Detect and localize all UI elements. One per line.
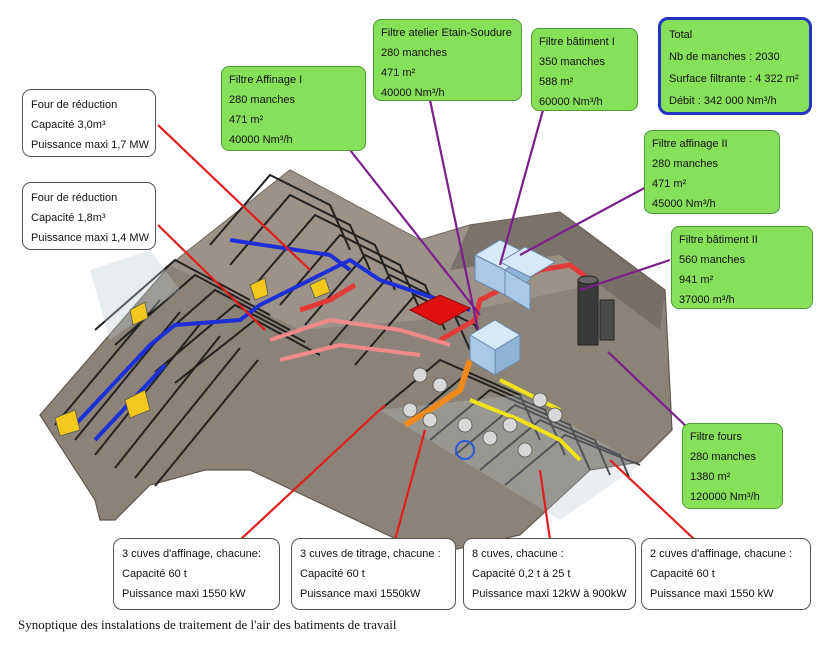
furnace-box-2: Four de réduction Capacité 1,8m³ Puissan… bbox=[22, 182, 156, 250]
orange-duct bbox=[403, 359, 473, 428]
yellow-duct bbox=[469, 378, 582, 462]
filter-surface: 471 m² bbox=[652, 178, 687, 190]
total-title: Total bbox=[669, 29, 693, 41]
purple-leader-lines bbox=[349, 99, 689, 429]
tank-box-affinage-2: 2 cuves d'affinage, chacune : Capacité 6… bbox=[641, 538, 811, 610]
filter-name: Filtre Affinage I bbox=[229, 74, 303, 86]
furnace-title: Four de réduction bbox=[31, 192, 118, 204]
silo bbox=[577, 275, 615, 346]
filter-box-etain-soudure: Filtre atelier Etain-Soudure 280 manches… bbox=[373, 19, 522, 101]
tank-capacity: Capacité 0,2 t à 25 t bbox=[472, 568, 571, 580]
furnace-power: Puissance maxi 1,7 MW bbox=[31, 139, 149, 151]
filter-sleeves: 350 manches bbox=[539, 56, 606, 68]
filter-sleeves: 280 manches bbox=[690, 451, 757, 463]
tank-power: Puissance maxi 12kW à 900kW bbox=[472, 588, 627, 600]
red-leader-lines bbox=[157, 124, 696, 541]
yellow-machines bbox=[54, 277, 331, 437]
total-surface: Surface filtrante : 4 322 m² bbox=[669, 73, 799, 85]
filter-surface: 471 m² bbox=[381, 67, 416, 79]
glass-wall-left bbox=[90, 250, 180, 340]
filter-surface: 588 m² bbox=[539, 76, 574, 88]
filter-sleeves: 280 manches bbox=[652, 158, 719, 170]
filter-sleeves: 560 manches bbox=[679, 254, 746, 266]
tank-box-8-cuves: 8 cuves, chacune : Capacité 0,2 t à 25 t… bbox=[463, 538, 636, 610]
filter-name: Filtre affinage II bbox=[652, 138, 728, 150]
filter-flow: 37000 m³/h bbox=[679, 294, 735, 306]
filter-box-batiment-1: Filtre bâtiment I 350 manches 588 m² 600… bbox=[531, 28, 638, 111]
filter-sleeves: 280 manches bbox=[381, 47, 448, 59]
total-box: Total Nb de manches : 2030 Surface filtr… bbox=[658, 17, 812, 115]
red-equipment-block bbox=[408, 294, 472, 326]
filter-flow: 45000 Nm³/h bbox=[652, 198, 716, 210]
filter-name: Filtre atelier Etain-Soudure bbox=[381, 27, 512, 39]
tank-power: Puissance maxi 1550 kW bbox=[650, 588, 774, 600]
figure-caption: Synoptique des instalations de traitemen… bbox=[18, 617, 397, 632]
filter-name: Filtre fours bbox=[690, 431, 742, 443]
tank-title: 2 cuves d'affinage, chacune : bbox=[650, 548, 792, 560]
tank-power: Puissance maxi 1550 kW bbox=[122, 588, 246, 600]
filter-box-fours: Filtre fours 280 manches 1380 m² 120000 … bbox=[682, 423, 783, 509]
filter-surface: 1380 m² bbox=[690, 471, 731, 483]
filter-surface: 471 m² bbox=[229, 114, 264, 126]
furnace-box-1: Four de réduction Capacité 3,0m³ Puissan… bbox=[22, 89, 156, 157]
tank-title: 8 cuves, chacune : bbox=[472, 548, 564, 560]
furnace-title: Four de réduction bbox=[31, 99, 118, 111]
glass-wall-lower bbox=[380, 395, 640, 520]
tank-capacity: Capacité 60 t bbox=[650, 568, 715, 580]
furnace-power: Puissance maxi 1,4 MW bbox=[31, 232, 149, 244]
filter-flow: 60000 Nm³/h bbox=[539, 96, 603, 108]
filter-flow: 40000 Nm³/h bbox=[229, 134, 293, 146]
filter-flow: 40000 Nm³/h bbox=[381, 87, 445, 99]
tank-capacity: Capacité 60 t bbox=[122, 568, 187, 580]
tank-title: 3 cuves d'affinage, chacune: bbox=[122, 548, 261, 560]
tank-title: 3 cuves de titrage, chacune : bbox=[300, 548, 441, 560]
total-flow: Débit : 342 000 Nm³/h bbox=[669, 95, 777, 107]
filter-sleeves: 280 manches bbox=[229, 94, 296, 106]
filter-box-affinage-1: Filtre Affinage I 280 manches 471 m² 400… bbox=[221, 66, 366, 151]
furnace-capacity: Capacité 3,0m³ bbox=[31, 119, 106, 131]
filter-units bbox=[469, 239, 557, 376]
tank-box-titrage: 3 cuves de titrage, chacune : Capacité 6… bbox=[291, 538, 456, 610]
furnace-capacity: Capacité 1,8m³ bbox=[31, 212, 106, 224]
filter-box-affinage-2: Filtre affinage II 280 manches 471 m² 45… bbox=[644, 130, 780, 214]
lower-hall-frames bbox=[379, 358, 641, 486]
tank-box-affinage-3: 3 cuves d'affinage, chacune: Capacité 60… bbox=[113, 538, 280, 610]
filter-box-batiment-2: Filtre bâtiment II 560 manches 941 m² 37… bbox=[671, 226, 813, 309]
filter-name: Filtre bâtiment II bbox=[679, 234, 758, 246]
filter-name: Filtre bâtiment I bbox=[539, 36, 615, 48]
filter-flow: 120000 Nm³/h bbox=[690, 491, 760, 503]
tank-power: Puissance maxi 1550kW bbox=[300, 588, 421, 600]
filter-surface: 941 m² bbox=[679, 274, 714, 286]
total-sleeves: Nb de manches : 2030 bbox=[669, 51, 780, 63]
grey-tanks bbox=[402, 367, 563, 460]
tank-capacity: Capacité 60 t bbox=[300, 568, 365, 580]
pink-duct bbox=[269, 317, 451, 362]
